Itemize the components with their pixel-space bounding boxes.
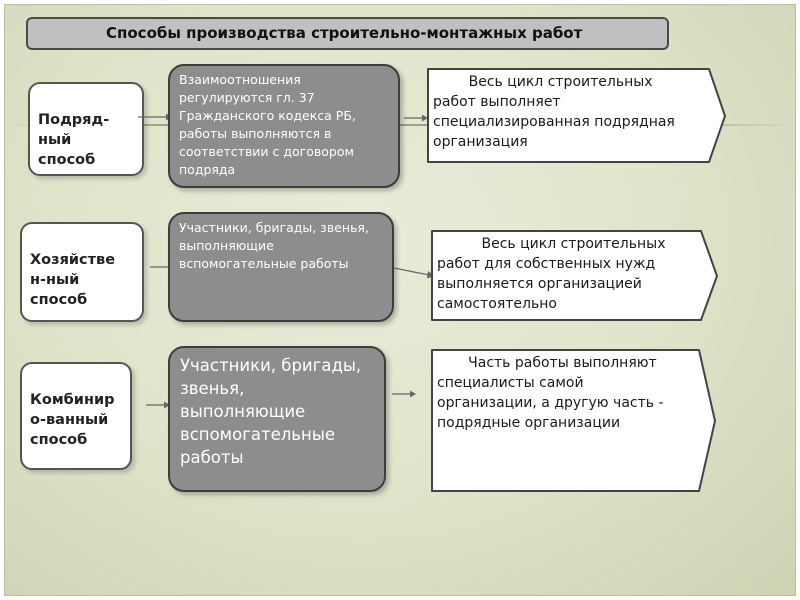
arrow-description-to-result <box>393 267 435 279</box>
description-text: Участники, бригады, звенья, выполняющие … <box>179 220 369 271</box>
description-contract: Взаимоотношения регулируются гл. 37 Граж… <box>168 64 400 188</box>
method-combined: Комбинир о-ванный способ <box>20 362 132 470</box>
description-text: Взаимоотношения регулируются гл. 37 Граж… <box>179 72 356 177</box>
arrow-method-to-description <box>138 113 172 121</box>
title-box: Способы производства строительно-монтажн… <box>26 17 669 50</box>
arrow-method-to-description <box>146 401 170 409</box>
result-text: Весь цикл строительных работ выполняет с… <box>433 74 675 150</box>
result-text: Весь цикл строительных работ для собстве… <box>437 236 666 312</box>
method-contract: Подряд- ный способ <box>28 82 144 176</box>
result-shape <box>431 349 716 492</box>
arrow-description-to-result <box>392 390 416 398</box>
method-label: Хозяйстве н-ный способ <box>30 252 116 308</box>
description-in-house: Участники, бригады, звенья, выполняющие … <box>168 212 394 322</box>
page-title: Способы производства строительно-монтажн… <box>106 24 583 42</box>
arrow-description-to-result <box>404 114 428 122</box>
method-in-house: Хозяйстве н-ный способ <box>20 222 144 322</box>
description-combined: Участники, бригады, звенья, выполняющие … <box>168 346 386 492</box>
divider-line <box>4 124 796 126</box>
result-shape <box>427 68 726 163</box>
result-text: Часть работы выполняют специалисты самой… <box>437 355 664 431</box>
description-text: Участники, бригады, звенья, выполняющие … <box>180 356 362 467</box>
result-shape <box>431 230 718 321</box>
method-label: Подряд- ный способ <box>38 112 110 168</box>
result-in-house: Весь цикл строительных работ для собстве… <box>431 230 719 322</box>
result-contract: Весь цикл строительных работ выполняет с… <box>427 68 727 164</box>
method-label: Комбинир о-ванный способ <box>30 392 115 448</box>
result-combined: Часть работы выполняют специалисты самой… <box>431 349 717 493</box>
